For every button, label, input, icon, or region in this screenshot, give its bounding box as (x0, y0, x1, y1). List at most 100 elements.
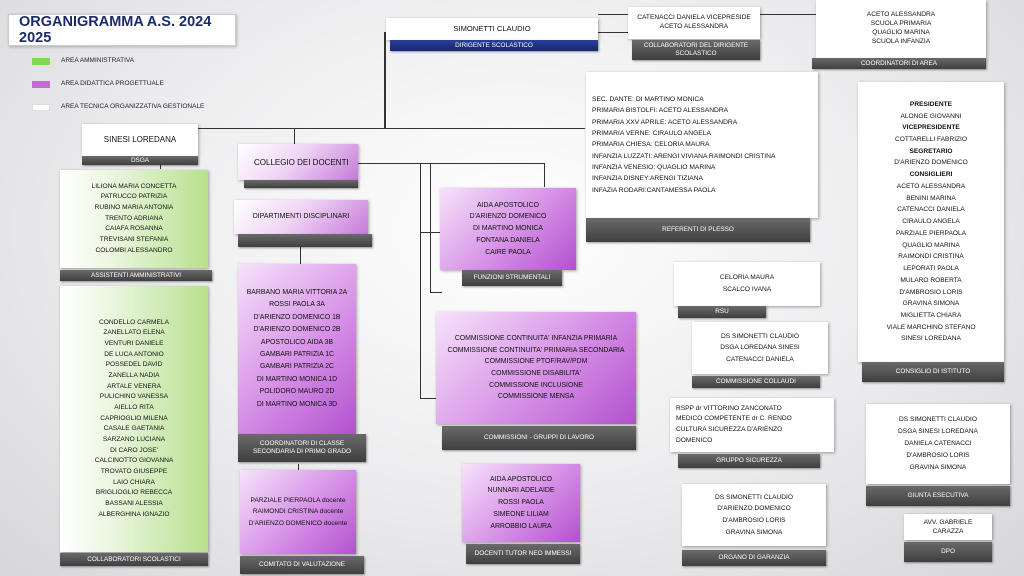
dirigente-box: SIMONETTI CLAUDIO (386, 18, 598, 40)
coordinatore-classe-item: POLIDORO MAURO 2D (259, 388, 335, 396)
coordinatore-classe-item: APOSTOLICO AIDA 3B (260, 338, 334, 346)
dpo-label: DPO (904, 542, 992, 562)
consiglio-line: LEPORATI PAOLA (903, 265, 959, 273)
consiglio-line: D'AMBROSIO LORIS (899, 288, 963, 296)
collaboratore-scolastico-item: DE LUCA ANTONIO (104, 350, 164, 358)
coordinatore-area-item: SCUOLA INFANZIA (871, 37, 931, 45)
sicurezza-item: CULTURA SICUREZZA D'ARIENZO DOMENICO (676, 426, 783, 444)
collaboratore-scolastico-item: CAPRIOGLIO MILENA (100, 414, 168, 422)
legend-swatch-amministrativa (32, 58, 50, 65)
commissioni-box: COMMISSIONE CONTINUITA' INFANZIA PRIMARI… (436, 312, 636, 424)
consiglio-istituto-box: PRESIDENTE ALONGE GIOVANNI VICEPRESIDENT… (858, 82, 1004, 362)
collaboratore-scolastico-item: ALBERGHINA IGNAZIO (98, 510, 170, 518)
collaboratore-scolastico-item: DI CARO JOSE' (110, 446, 158, 454)
consiglio-line: PARZIALE PIERPAOLA (895, 229, 967, 237)
collaboratore-scolastico-item: PULICHINO VANESSA (99, 393, 169, 401)
consiglio-line: MIGLIETTA CHIARA (900, 312, 962, 319)
referente-item: PRIMARIA XXV APRILE: ACETO ALESSANDRA (592, 118, 738, 126)
collegio-label: COLLEGIO DEI DOCENTI (254, 158, 349, 167)
sicurezza-item: MEDICO COMPETENTE dr C. RENDO (676, 415, 792, 423)
sicurezza-label: GRUPPO SICUREZZA (678, 454, 820, 468)
assistente-item: TRENTO ADRIANA (105, 214, 163, 222)
referenti-plesso-box: SEC. DANTE: DI MARTINO MONICA PRIMARIA B… (586, 72, 818, 218)
tutor-item: NUNNARI ADELAIDE (487, 487, 555, 495)
rsu-box: CELORIA MAURA SCALCO IVANA (674, 262, 820, 306)
collaboratore-scolastico-item: TROVATO GIUSEPPE (100, 468, 168, 476)
legend-label-didattica: AREA DIDATTICA PROGETTUALE (61, 80, 164, 87)
legend-label-tecnica: AREA TECNICA ORGANIZZATIVA GESTIONALE (61, 103, 205, 110)
coordinatori-classe-label: COORDINATORI DI CLASSE SECONDARIA DI PRI… (238, 434, 366, 462)
funzioni-label: FUNZIONI STRUMENTALI (462, 270, 562, 286)
assistente-item: LILIONA MARIA CONCETTA (91, 182, 177, 190)
comitato-item: PARZIALE PIERPAOLA docente (250, 496, 346, 504)
dipartimenti-underbar (238, 234, 372, 247)
rsu-item: CELORIA MAURA (719, 274, 775, 282)
dirigente-name: SIMONETTI CLAUDIO (453, 23, 531, 33)
commissione-item: COMMISSIONE MENSA (497, 393, 575, 401)
rsu-label: RSU (678, 306, 766, 318)
consiglio-line: VICEPRESIDENTE (902, 124, 960, 132)
commissione-item: COMMISSIONE INCLUSIONE (489, 381, 583, 389)
referente-item: PRIMARIA VERNE: CIRAULO ANGELA (592, 129, 711, 137)
collaboratore-scolastico-item: BRIGLIOGLIO REBECCA (95, 489, 173, 497)
legend-label-amministrativa: AREA AMMINISTRATIVA (61, 57, 135, 64)
assistenti-label: ASSISTENTI AMMINISTRATIVI (60, 270, 212, 281)
collaudi-box: DS SIMONETTI CLAUDIO DSGA LOREDANA SINES… (692, 322, 828, 374)
connector-line (384, 32, 386, 128)
collaboratore-scolastico-item: ZANELLATO ELENA (103, 329, 165, 337)
assistente-item: COLOMBI ALESSANDRO (95, 246, 173, 254)
funzione-item: AIDA APOSTOLICO (477, 201, 539, 209)
connector-line (358, 163, 544, 164)
coordinatori-classe-box: BARBANO MARIA VITTORIA 2A ROSSI PAOLA 3A… (238, 264, 356, 434)
commissioni-label: COMMISSIONI - GRUPPI DI LAVORO (442, 426, 636, 450)
connector-line (384, 128, 585, 129)
connector-line (598, 32, 628, 33)
consiglio-line: ALONGE GIOVANNI (900, 112, 962, 120)
collaboratore-scolastico-item: AIELLO RITA (114, 403, 154, 411)
dsga-name: SINESI LOREDANA (103, 134, 177, 144)
garanzia-item: DS SIMONETTI CLAUDIO (714, 493, 794, 501)
commissione-item: COMMISSIONE DISABILITA' (491, 370, 581, 377)
connector-line (430, 164, 431, 292)
consiglio-line: VIALE MARCHINO STEFANO (886, 323, 976, 331)
dipartimenti-label: DIPARTIMENTI DISCIPLINARI (252, 213, 350, 221)
garanzia-item: D'ARIENZO DOMENICO (717, 505, 791, 513)
consiglio-line: MULARO ROBERTA (900, 276, 962, 284)
collaboratore-scolastico-item: ARTALE VENERA (107, 382, 161, 390)
collaboratore-scolastico-item: CASALE GAETANIA (103, 425, 165, 433)
funzioni-box: AIDA APOSTOLICO D'ARIENZO DOMENICO DI MA… (440, 188, 576, 270)
assistente-item: CAIAFA ROSANNA (105, 225, 163, 233)
connector-line (430, 292, 442, 293)
dirigente-role-bar: DIRIGENTE SCOLASTICO (390, 40, 598, 51)
sicurezza-item: RSPP dr VITTORINO ZANCONATO (676, 404, 782, 412)
connector-line (298, 464, 299, 470)
comitato-box: PARZIALE PIERPAOLA docente RAIMONDI CRIS… (240, 470, 356, 554)
garanzia-item: D'AMBROSIO LORIS (722, 517, 786, 524)
garanzia-label: ORGANO DI GARANZIA (682, 550, 826, 566)
giunta-item: DS SIMONETTI CLAUDIO (898, 416, 978, 424)
collaboratore-item: CATENACCI DANIELA VICEPRESIDE (637, 14, 751, 22)
collaboratore-scolastico-item: CONDELLO CARMELA (99, 318, 169, 326)
coordinatore-classe-item: ROSSI PAOLA 3A (269, 301, 325, 309)
tutor-label: DOCENTI TUTOR NEO IMMESSI (466, 544, 580, 564)
collaboratore-scolastico-item: SARZANO LUCIANA (102, 436, 166, 443)
coordinatore-classe-item: BARBANO MARIA VITTORIA 2A (246, 288, 348, 296)
coordinatore-area-item: SCUOLA PRIMARIA (870, 20, 932, 28)
funzione-item: CAIRE PAOLA (485, 248, 531, 256)
connector-line (196, 128, 416, 129)
assistente-item: RUBINO MARIA ANTONIA (94, 203, 174, 211)
connector-line (294, 128, 295, 144)
tutor-item: ROSSI PAOLA (498, 499, 544, 507)
consiglio-line: CIRAULO ANGELA (902, 218, 960, 226)
commissione-item: COMMISSIONE CONTINUITA' INFANZIA PRIMARI… (454, 334, 618, 342)
funzione-item: DI MARTINO MONICA (473, 225, 543, 233)
collaudi-label: COMMISSIONE COLLAUDI (692, 376, 820, 388)
garanzia-item: GRAVINA SIMONA (725, 528, 783, 536)
legend-swatch-didattica (32, 81, 50, 88)
collaboratori-dirigente-label: COLLABORATORI DEL DIRIGENTE SCOLASTICO (632, 40, 760, 60)
tutor-item: AIDA APOSTOLICO (490, 475, 552, 483)
collaboratore-scolastico-item: LAIO CHIARA (113, 478, 155, 486)
tutor-box: AIDA APOSTOLICO NUNNARI ADELAIDE ROSSI P… (462, 464, 580, 542)
collegio-underbar (244, 180, 358, 188)
referente-item: INFAZIA RODARI:CANTAMESSA PAOLA (592, 186, 716, 194)
